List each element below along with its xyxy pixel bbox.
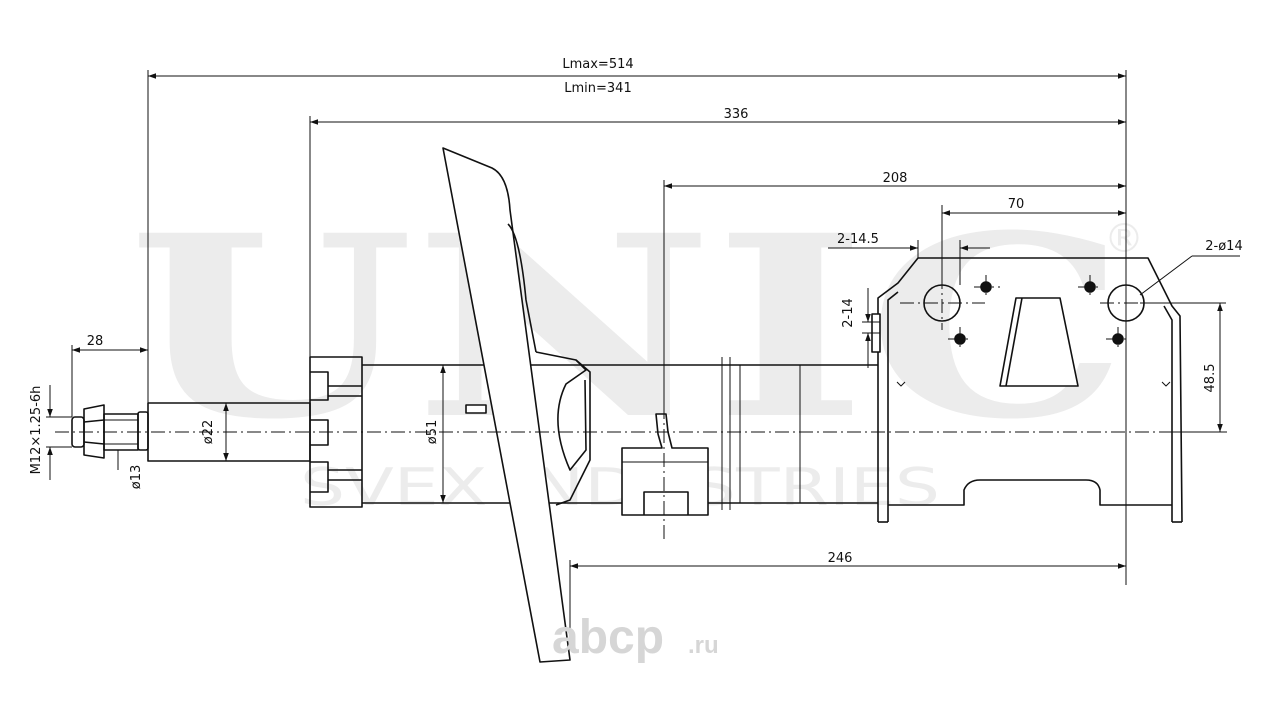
sensor-bracket (621, 413, 709, 516)
dim-thread-dia: ø13 (129, 465, 144, 490)
dim-rod-dia: ø22 (201, 420, 216, 445)
watermark: UNIC ® SVEX INDUSTRIES (128, 180, 1144, 518)
watermark-subtitle: SVEX INDUSTRIES (300, 458, 940, 518)
site-logo-name: abcp (552, 611, 664, 664)
watermark-brand: UNIC (128, 180, 1128, 474)
watermark-registered: ® (1104, 216, 1144, 262)
dim-lmax: Lmax=514 (562, 57, 633, 72)
dim-spring-seat: 246 (828, 551, 853, 566)
dim-thread-length: 28 (87, 334, 104, 349)
dimension-labels: Lmax=514 Lmin=341 336 208 70 2-14.5 2-ø1… (29, 57, 1243, 566)
dim-hole-diameter: 2-ø14 (1205, 239, 1242, 254)
strut-outline (71, 147, 1183, 663)
shock-body-tube (362, 357, 878, 510)
dim-bracket-height: 48.5 (1203, 364, 1218, 393)
dim-body-length: 336 (724, 107, 749, 122)
dim-slot-width: 2-14.5 (837, 232, 879, 247)
spring-seat (442, 147, 591, 663)
dim-slot-height: 2-14 (841, 298, 856, 328)
dim-tube-dia: ø51 (425, 420, 440, 445)
dim-lmin: Lmin=341 (564, 81, 631, 96)
extension-lines (46, 70, 1226, 640)
dim-thread: M12×1.25-6h (29, 386, 44, 475)
site-logo: abcp .ru (552, 611, 719, 664)
dim-bracket-length: 208 (883, 171, 908, 186)
dim-hole-spacing: 70 (1008, 197, 1025, 212)
dimension-lines (47, 73, 1240, 569)
site-logo-tld: .ru (688, 632, 719, 659)
